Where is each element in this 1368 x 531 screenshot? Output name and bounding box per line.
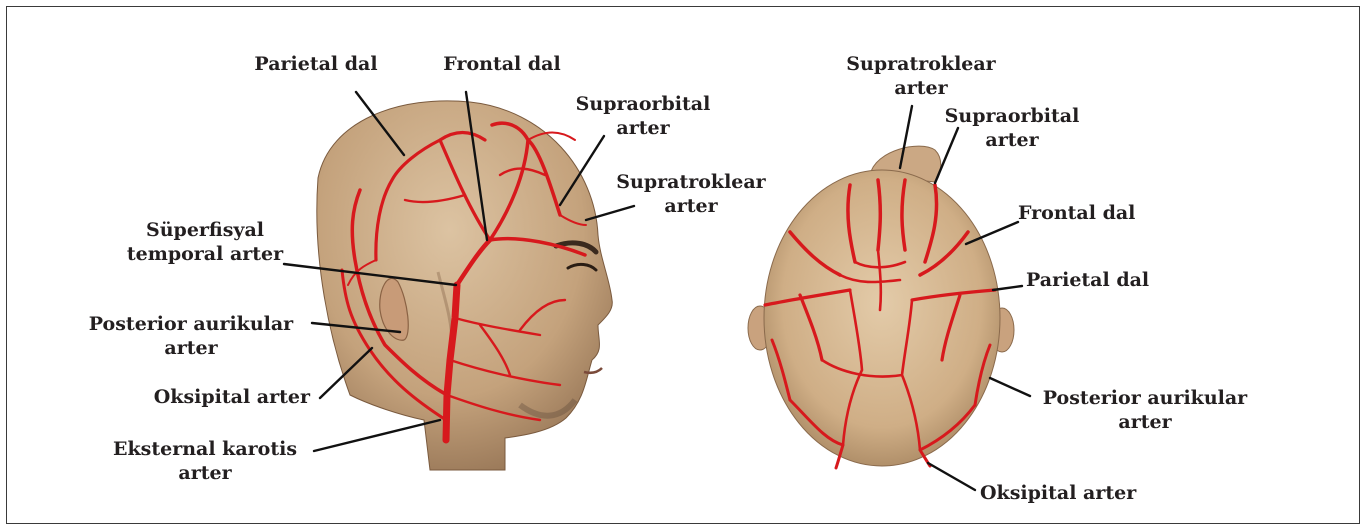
leader-top-oksipital (928, 463, 975, 490)
label-side-posterior-line2: arter (76, 336, 306, 360)
label-top-parietal-dal: Parietal dal (1026, 268, 1149, 292)
label-top-posterior-line1: Posterior aurikular (1030, 386, 1260, 410)
label-side-supratroklear-line1: Supratroklear (606, 170, 776, 194)
leader-top-posterior (990, 378, 1030, 396)
label-side-parietal-dal: Parietal dal (246, 52, 386, 76)
label-top-oksipital: Oksipital arter (980, 481, 1136, 505)
label-side-eksternal-karotis: Eksternal karotis arter (100, 437, 310, 485)
label-side-superfisyal-line1: Süperfisyal (120, 218, 290, 242)
label-side-supraorbital-line1: Supraorbital (568, 92, 718, 116)
label-side-eksternal-line2: arter (100, 461, 310, 485)
label-side-superfisyal: Süperfisyal temporal arter (120, 218, 290, 266)
label-top-supratroklear: Supratroklear arter (836, 52, 1006, 100)
label-top-frontal-dal: Frontal dal (1018, 201, 1135, 225)
label-side-posterior-aurikular: Posterior aurikular arter (76, 312, 306, 360)
label-top-supraorbital: Supraorbital arter (932, 104, 1092, 152)
label-top-supraorbital-line2: arter (932, 128, 1092, 152)
label-side-supratroklear-line2: arter (606, 194, 776, 218)
label-top-supratroklear-line1: Supratroklear (836, 52, 1006, 76)
label-side-frontal-dal: Frontal dal (432, 52, 572, 76)
label-side-supraorbital-line2: arter (568, 116, 718, 140)
label-side-supraorbital: Supraorbital arter (568, 92, 718, 140)
leader-side-eksternal (314, 420, 440, 451)
label-side-oksipital: Oksipital arter (100, 385, 310, 409)
label-side-superfisyal-line2: temporal arter (120, 242, 290, 266)
label-side-posterior-line1: Posterior aurikular (76, 312, 306, 336)
label-side-eksternal-line1: Eksternal karotis (100, 437, 310, 461)
label-top-supraorbital-line1: Supraorbital (932, 104, 1092, 128)
label-top-posterior-aurikular: Posterior aurikular arter (1030, 386, 1260, 434)
label-top-posterior-line2: arter (1030, 410, 1260, 434)
label-top-supratroklear-line2: arter (836, 76, 1006, 100)
label-side-supratroklear: Supratroklear arter (606, 170, 776, 218)
